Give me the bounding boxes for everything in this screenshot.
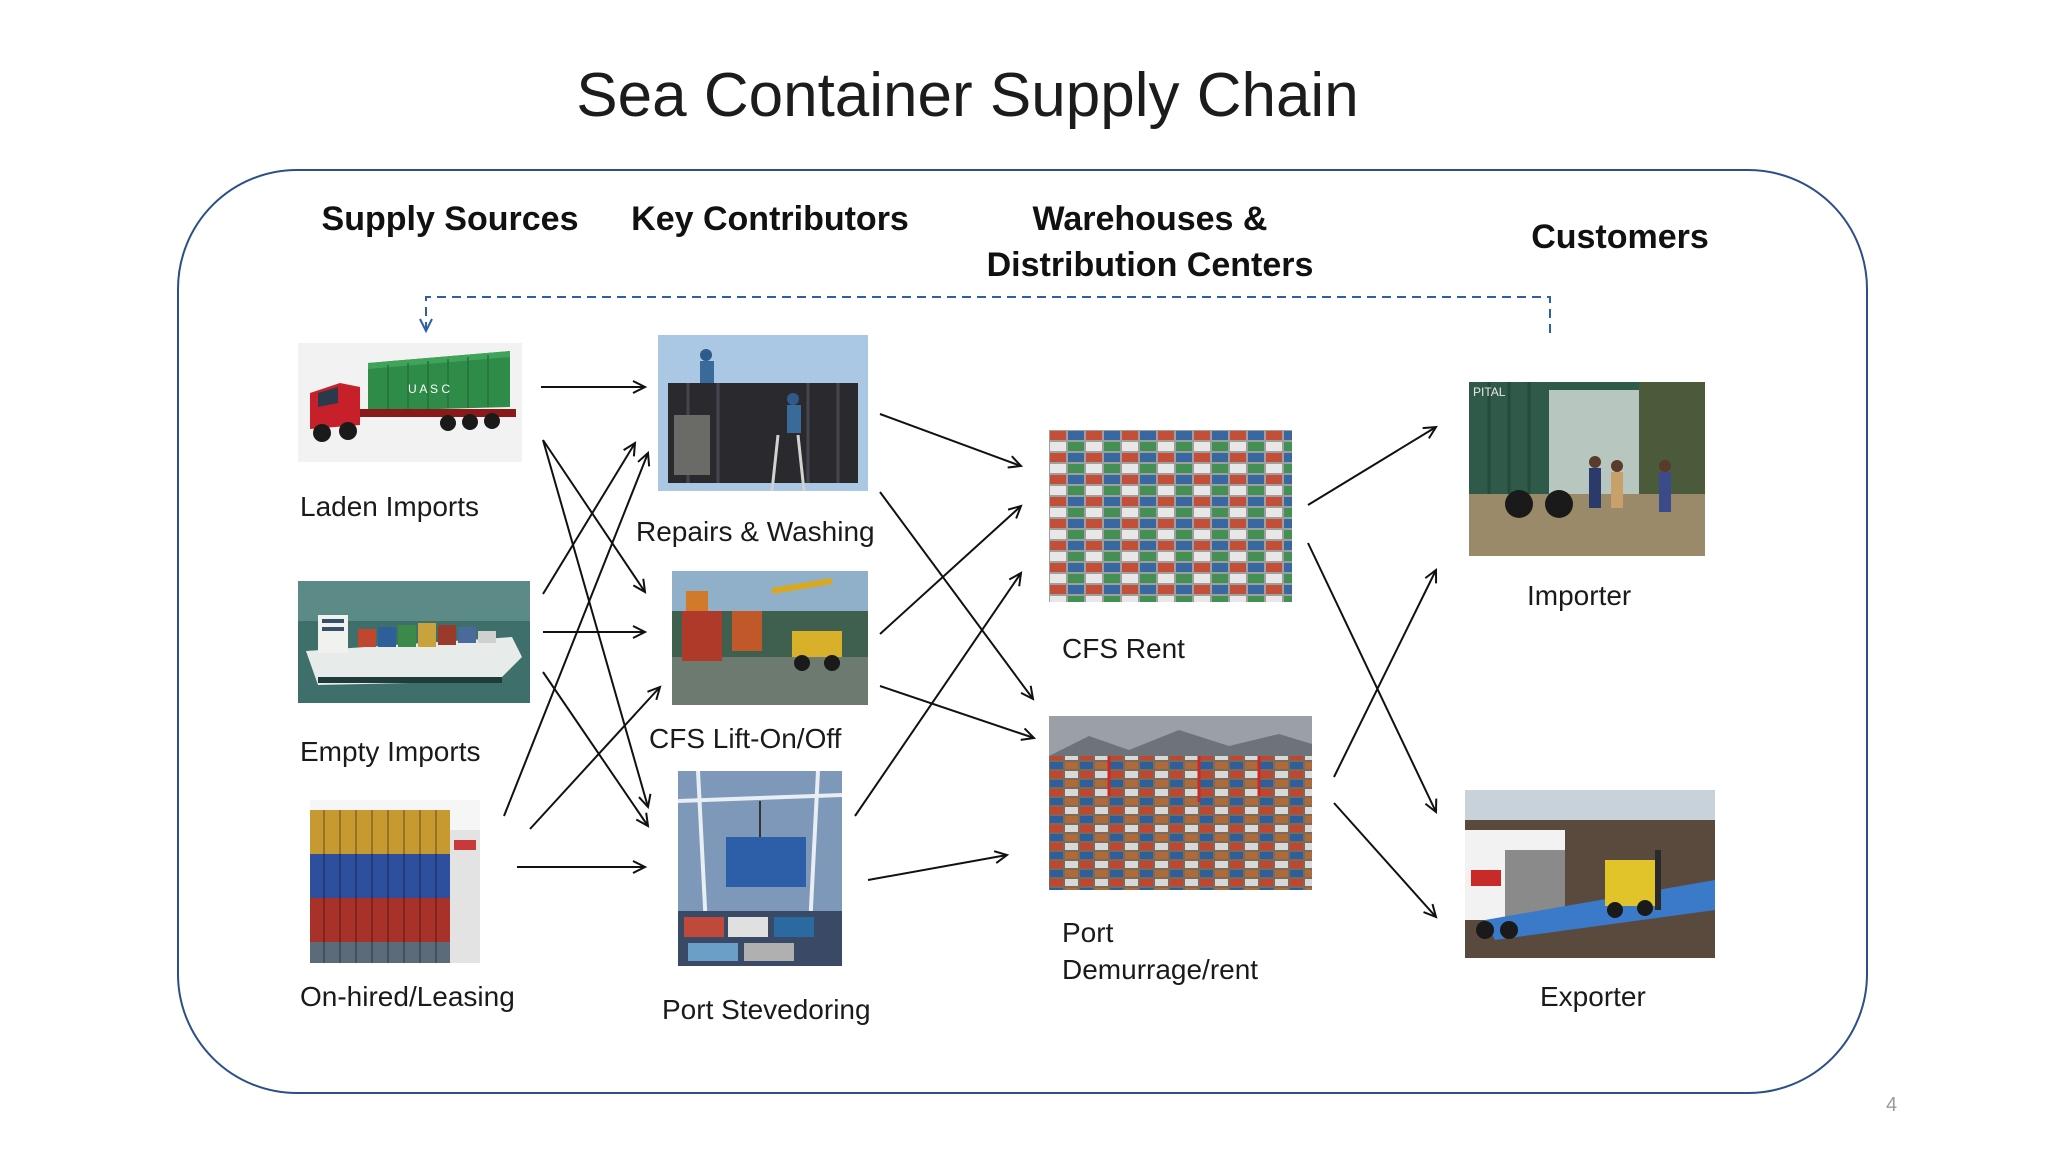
reach-stacker-image (672, 571, 868, 705)
label-cfs-rent: CFS Rent (1062, 633, 1185, 664)
crane-container-image (678, 771, 842, 966)
label-port: Port (1062, 917, 1114, 948)
label-laden-imports: Laden Imports (300, 491, 479, 522)
label-repairs-washing: Repairs & Washing (636, 516, 875, 547)
label-port-stevedoring: Port Stevedoring (662, 994, 871, 1025)
svg-text:PITAL: PITAL (1473, 385, 1506, 399)
label-demurrage-rent: Demurrage/rent (1062, 954, 1259, 985)
label-on-hired-leasing: On-hired/Leasing (300, 981, 515, 1012)
page-number: 4 (1886, 1094, 1898, 1116)
container-truck-image: U A S C (298, 343, 522, 462)
container-unloading-image: PITAL (1469, 382, 1705, 556)
svg-text:U A S C: U A S C (408, 382, 450, 396)
label-cfs-lift-on-off: CFS Lift-On/Off (649, 723, 842, 754)
label-importer: Importer (1527, 580, 1632, 611)
container-repair-image (658, 335, 868, 491)
heading-supply-sources: Supply Sources (321, 200, 579, 238)
port-terminal-image (1049, 716, 1312, 890)
forklift-loading-image (1465, 790, 1715, 958)
container-stack-image (310, 800, 480, 963)
heading-warehouses-line1: Warehouses & (1032, 200, 1268, 238)
label-exporter: Exporter (1540, 981, 1646, 1012)
heading-customers: Customers (1531, 218, 1709, 256)
slide-title: Sea Container Supply Chain (576, 61, 1359, 130)
container-yard-image (1049, 430, 1292, 602)
heading-key-contributors: Key Contributors (631, 200, 909, 238)
label-empty-imports: Empty Imports (300, 736, 481, 767)
diagram-frame (177, 169, 1868, 1094)
container-ship-image (298, 581, 530, 703)
heading-warehouses-line2: Distribution Centers (986, 246, 1314, 284)
